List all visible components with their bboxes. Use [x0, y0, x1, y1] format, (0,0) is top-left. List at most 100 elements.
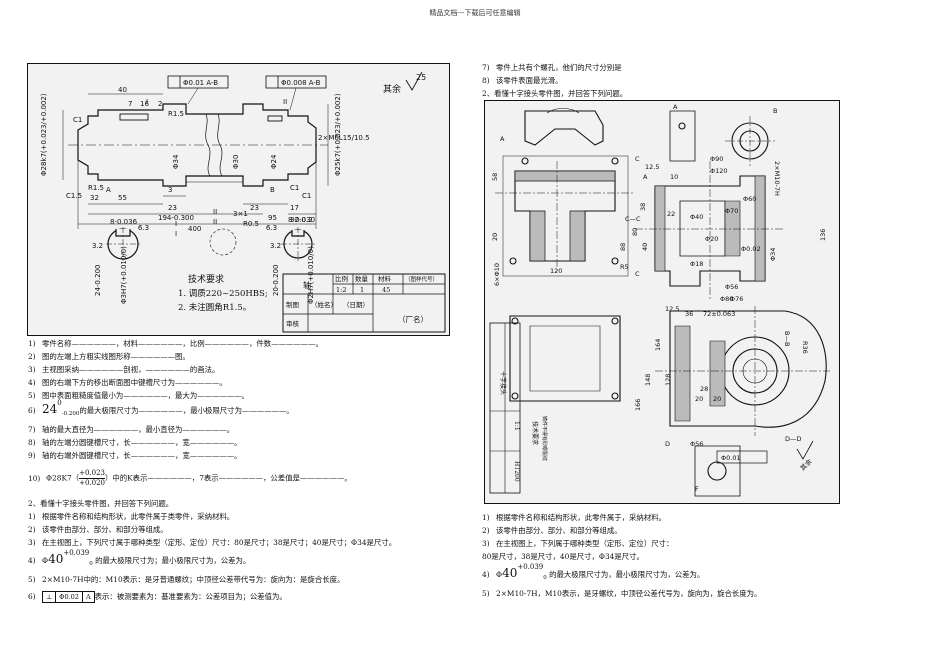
dim-r15-b: R1.5 — [88, 184, 104, 192]
gt-frame-left: Φ0.01 A-B — [183, 79, 218, 87]
cj-label-6: A — [643, 173, 648, 181]
cj-label-27: Φ76 — [730, 295, 743, 303]
cj-label-19: Φ40 — [690, 213, 703, 221]
cj-label-2: B — [773, 107, 777, 115]
tb-h-scale: 比例 — [335, 274, 348, 283]
sec-32-b: 3.2 — [270, 242, 281, 250]
tb-row-checked: 审核 — [286, 319, 300, 328]
right-part2-title: 2、看懂十字接头零件图，并回答下列问题。 — [482, 89, 628, 98]
dim-phi30: Φ30 — [232, 155, 240, 169]
gt-frame-right: Φ0.008 A-B — [281, 79, 321, 87]
sec-ii-bottom: II — [213, 218, 217, 226]
cj-label-45: 20 — [713, 395, 721, 403]
tech-req-item-2: 2. 未注圆角R1.5。 — [178, 302, 251, 313]
tb-date-field: （日期） — [343, 301, 369, 309]
left-q8: 8)轴的左端分圆键槽尺寸，长——————，宽——————。 — [28, 438, 242, 447]
left-q3: 3)主视图采纳——————剖视，——————的画法。 — [28, 365, 220, 374]
dim-7: 7 — [128, 100, 132, 108]
cj-label-7: Φ0.02 — [741, 245, 761, 253]
cj-label-0: A — [500, 135, 505, 143]
cj-label-42: 166 — [634, 399, 642, 411]
cj-label-47: Φ0.01 — [721, 454, 741, 462]
roughness-rest-label: 其余 — [383, 83, 401, 95]
dim-c15: C1.5 — [66, 192, 82, 200]
cj-label-35: 12.5 — [665, 305, 679, 313]
dim-phi28: Φ28k7(+0.023/+0.002) — [40, 93, 48, 176]
cj-tb-note2: 铸件不得有砂眼裂纹 — [541, 416, 548, 461]
sec-20-200: 20-0.200 — [272, 265, 280, 296]
right-q3: 3)在主视图上，下列属于哪种类型（定形、定位）尺寸： — [482, 539, 674, 548]
sec-ii-top: II — [213, 208, 217, 216]
dim-40: 40 — [118, 86, 127, 94]
dim-95: 95 — [268, 214, 277, 222]
tb-school: （厂名） — [398, 314, 428, 324]
datum-a: A — [106, 186, 111, 194]
tb-name-field: （姓名） — [311, 300, 337, 309]
dim-400: 400 — [188, 225, 201, 233]
dim-32: 32 — [90, 194, 99, 202]
left-q2: 2)图的左端上方粗实线图形称——————图。 — [28, 352, 190, 361]
cj-label-13: 80 — [631, 228, 639, 236]
cj-label-31: 6×Φ10 — [493, 263, 501, 286]
sec-i-bottom: I — [175, 230, 177, 238]
cj-label-43: 28 — [700, 385, 708, 393]
cj-label-20: Φ60 — [743, 195, 756, 203]
cj-label-40: 148 — [644, 374, 652, 386]
dim-c1-b: C1 — [290, 184, 299, 192]
sec-63-a: 6.3 — [138, 224, 149, 232]
cj-label-22: Φ80 — [720, 295, 733, 303]
cj-label-50: 其余 — [798, 457, 814, 473]
roughness-rest-value: 25 — [416, 73, 426, 82]
sec-8-036: 8-0.036 — [110, 218, 138, 226]
cj-label-10: 12.5 — [645, 163, 659, 171]
cj-label-37: 72±0.063 — [703, 310, 735, 318]
page-header: 精品文档---下载后可任意编辑 — [429, 9, 521, 17]
tb-h-code: （图样代号） — [405, 275, 438, 283]
cj-tb-name: 十字接头 — [499, 371, 507, 395]
cj-label-11: 10 — [670, 173, 678, 181]
dim-194: 194-0.300 — [158, 214, 194, 222]
tech-req-title: 技术要求 — [188, 273, 224, 285]
left-q1: 1)零件名称——————，材料——————，比例——————，件数——————。 — [28, 339, 323, 348]
dim-2: 2 — [158, 100, 162, 108]
sec-phi3h7: Φ3H7(+0.010/0) — [120, 246, 128, 304]
cj-label-39: 164 — [654, 339, 662, 351]
left-p2-q3: 3)在主视图上，下列尺寸属于哪种类型（定形、定位）尺寸：80是尺寸；38是尺寸；… — [28, 538, 397, 547]
datum-b: B — [270, 186, 275, 194]
right-q4: 4)Φ40+0.0390 的最大极限尺寸为，最小极限尺寸为，公差为。 — [482, 563, 705, 581]
cj-label-28: 136 — [819, 229, 827, 241]
dim-c1-c: C1 — [302, 192, 311, 200]
cj-label-4: C — [635, 270, 640, 278]
dim-17: 17 — [290, 204, 299, 212]
cj-label-25: Φ34 — [769, 248, 777, 261]
sec-32-a: 3.2 — [92, 242, 103, 250]
sec-r05: R0.5 — [243, 220, 259, 228]
cj-label-38: R36 — [801, 341, 809, 354]
cj-tb-scale: 1:1 — [513, 421, 520, 431]
cj-label-21: Φ70 — [725, 207, 738, 215]
tb-qty: 1 — [360, 286, 364, 294]
cj-label-15: 22 — [667, 210, 675, 218]
left-q10: 10)Φ28K7（+0.023+0.020）中的K表示——————，7表示———… — [28, 469, 352, 487]
cj-tb-note: 技术要求 — [531, 421, 539, 445]
right-q2: 2)该零件由部分、部分、和部分等组成。 — [482, 526, 622, 535]
cj-label-26: Φ56 — [725, 283, 738, 291]
dim-32-02: 32-0.2 — [290, 216, 313, 224]
cj-label-29: 120 — [550, 267, 562, 275]
tb-material: 45 — [382, 286, 390, 294]
cj-label-24: Φ18 — [690, 260, 703, 268]
dim-m6: 2×M6L15/10.5 — [318, 134, 370, 142]
cj-label-9: Φ120 — [710, 167, 728, 175]
cj-label-14: 40 — [641, 243, 649, 251]
cj-label-33: B—B — [783, 331, 791, 346]
cj-label-8: Φ90 — [710, 155, 723, 163]
tech-req-item-1: 1. 调质220~250HBS; — [178, 288, 268, 299]
left-q5: 5)图中表面粗糙度值最小为——————，最大为——————。 — [28, 391, 249, 400]
tb-row-drawn: 制图 — [286, 300, 299, 309]
right-q8: 8)该零件表面最光滑。 — [482, 76, 563, 85]
right-q5: 5)2×M10-7H，M10表示，是牙螺纹，中顶径公差代号为，旋向为，旋合长度为… — [482, 589, 762, 598]
left-q6: 6)240-0.200的最大极限尺寸为——————，最小极限尺寸为——————。 — [28, 399, 294, 417]
sec-63-b: 6.3 — [266, 224, 277, 232]
